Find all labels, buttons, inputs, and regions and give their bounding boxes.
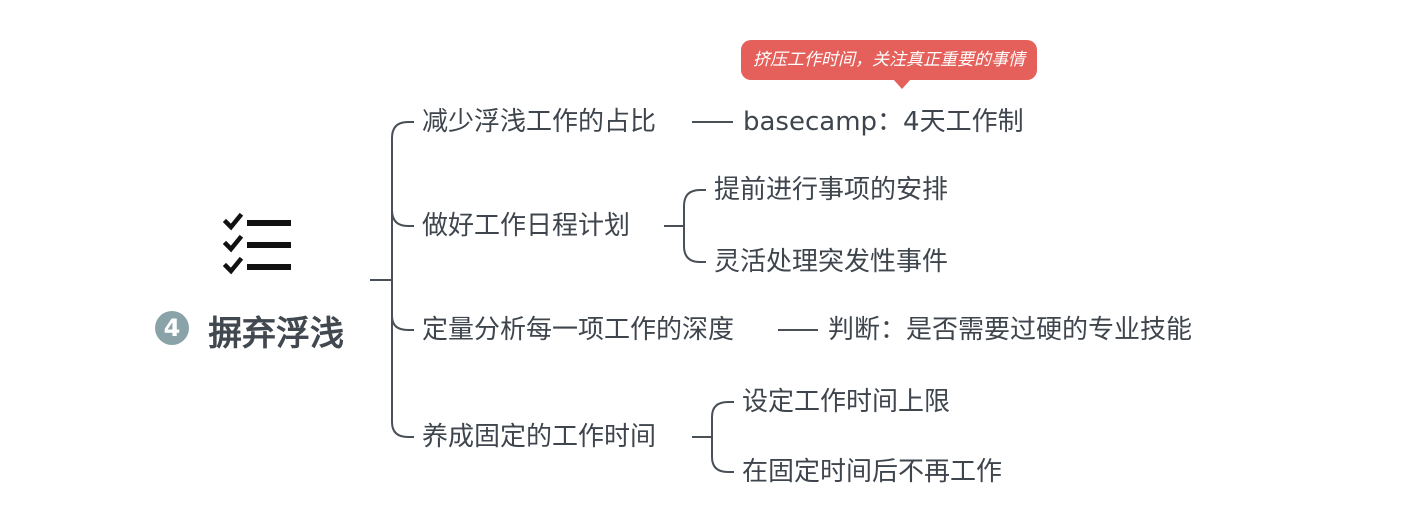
branch-reduce-shallow-work-note[interactable]: basecamp：4天工作制: [743, 107, 1024, 137]
branch-reduce-shallow-work[interactable]: 减少浮浅工作的占比: [422, 107, 657, 137]
subnode-stop-after-fixed-time[interactable]: 在固定时间后不再工作: [742, 457, 1003, 487]
root-title[interactable]: 摒弃浮浅: [208, 314, 344, 354]
branch-quantify-depth[interactable]: 定量分析每一项工作的深度: [422, 315, 735, 345]
callout-note: 挤压工作时间，关注真正重要的事情: [741, 40, 1037, 89]
subnode-handle-emergencies[interactable]: 灵活处理突发性事件: [714, 247, 949, 277]
branch-schedule-plan[interactable]: 做好工作日程计划: [422, 211, 631, 241]
root-number-badge: 4: [155, 311, 189, 345]
branch-quantify-depth-note[interactable]: 判断：是否需要过硬的专业技能: [828, 315, 1193, 345]
subnode-set-time-limit[interactable]: 设定工作时间上限: [742, 387, 951, 417]
subnode-advance-arrangement[interactable]: 提前进行事项的安排: [714, 175, 949, 205]
checklist-icon: [222, 212, 294, 281]
branch-fixed-work-hours[interactable]: 养成固定的工作时间: [422, 422, 657, 452]
